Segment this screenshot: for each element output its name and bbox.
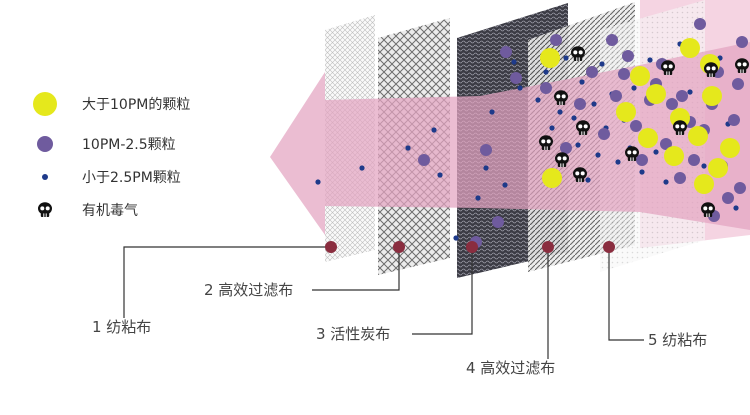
layer-label-3: 3 活性炭布 — [314, 325, 393, 343]
legend-label: 小于2.5PM颗粒 — [82, 170, 181, 186]
legend-item-toxic-gas: 有机毒气 — [30, 197, 138, 223]
layer-markers — [325, 241, 615, 253]
medium-particle-dot — [37, 136, 53, 152]
skull-icon — [38, 202, 52, 217]
legend-item-medium-particle: 10PM-2.5颗粒 — [30, 131, 176, 157]
small-particles — [315, 41, 739, 241]
legend-label: 大于10PM的颗粒 — [82, 97, 191, 113]
airflow-arrow — [270, 42, 750, 235]
small-particle-dot — [42, 174, 48, 180]
legend-item-small-particle: 小于2.5PM颗粒 — [30, 164, 181, 190]
large-particles — [540, 38, 740, 194]
legend-label: 10PM-2.5颗粒 — [82, 137, 176, 153]
layer-label-2: 2 高效过滤布 — [202, 281, 296, 299]
layer-label-5: 5 纺粘布 — [646, 331, 710, 349]
layer-label-1: 1 纺粘布 — [90, 318, 154, 336]
layer-label-4: 4 高效过滤布 — [464, 359, 558, 377]
legend-label: 有机毒气 — [82, 203, 138, 219]
large-particle-dot — [33, 92, 57, 116]
leader-lines — [110, 246, 644, 369]
legend-item-large-particle: 大于10PM的颗粒 — [30, 91, 190, 117]
